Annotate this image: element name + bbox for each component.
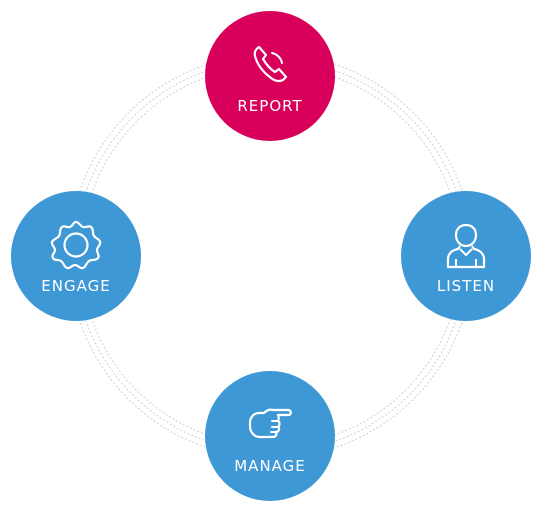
report-node[interactable]: REPORT [205,11,335,141]
report-label: REPORT [237,97,303,115]
listen-label: LISTEN [436,277,496,295]
phone-icon [253,45,288,83]
person-icon [446,223,486,269]
engage-label: ENGAGE [41,277,111,295]
engage-node[interactable]: ENGAGE [11,191,141,321]
listen-node[interactable]: LISTEN [401,191,531,321]
gear-icon [50,220,102,270]
pointing-hand-icon [248,408,292,439]
manage-label: MANAGE [234,457,306,475]
manage-node[interactable]: MANAGE [205,371,335,501]
